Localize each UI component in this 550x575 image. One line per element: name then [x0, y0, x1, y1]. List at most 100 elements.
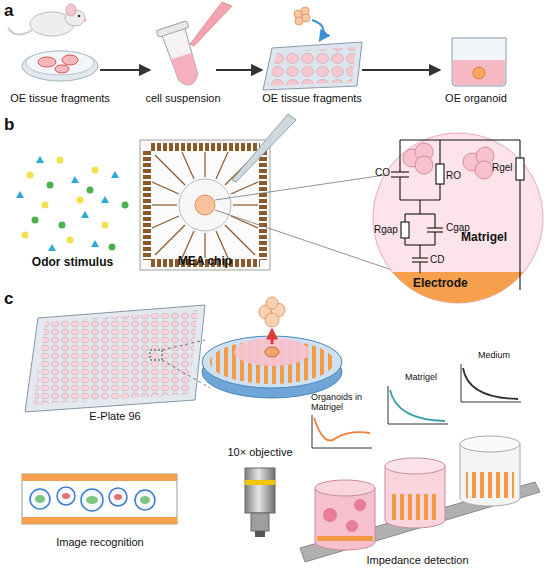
node-label: 10× objective — [215, 446, 305, 459]
node-label: cell suspension — [133, 92, 233, 105]
equivalent-circuit — [412, 257, 428, 258]
centrifuge-tube — [156, 21, 206, 90]
recognition-image — [62, 493, 70, 499]
step-box: cell suspension — [150, 35, 216, 105]
odor-molecules — [87, 187, 94, 194]
well-cross-section — [265, 347, 279, 357]
mea-chip — [152, 204, 177, 205]
e-plate — [150, 350, 162, 360]
culture-well — [385, 466, 445, 528]
pipette — [190, 2, 232, 46]
petri-dish — [62, 55, 78, 65]
zoom-line — [215, 210, 398, 272]
pipette — [190, 2, 232, 46]
node-label: Odor stimulus — [15, 256, 130, 270]
impedance-curve — [314, 418, 370, 441]
microscope-objective — [255, 531, 265, 537]
e-plate — [33, 310, 198, 405]
mouse-illustration — [8, 4, 87, 36]
node-label: OE tissue fragments — [0, 92, 120, 105]
e-plate — [25, 305, 205, 412]
equivalent-circuit — [434, 214, 435, 228]
equivalent-circuit — [439, 140, 440, 164]
well-group: Impedance detection — [300, 470, 535, 570]
magnified-inset — [415, 156, 433, 174]
culture-well — [385, 458, 445, 528]
magnified-inset — [370, 272, 550, 312]
culture-well — [317, 536, 373, 541]
equivalent-circuit — [419, 200, 420, 214]
node-label: E-Plate 96 — [20, 410, 210, 423]
culture-well — [315, 488, 375, 550]
well-cross-section — [265, 313, 279, 327]
recognition-image — [109, 488, 127, 506]
impedance-curve — [388, 386, 448, 424]
microscope-objective — [251, 513, 269, 531]
beaker — [453, 60, 505, 85]
mea-chip — [216, 231, 228, 258]
odor-molecules — [122, 202, 129, 209]
impedance-chart: Medium — [458, 350, 528, 404]
plate-box: E-Plate 96 — [20, 300, 210, 430]
centrifuge-tube — [171, 53, 201, 88]
objective-box: 10× objective — [215, 446, 305, 546]
mea-chip — [259, 150, 267, 260]
odor-molecules — [42, 202, 49, 209]
equivalent-circuit — [419, 245, 420, 258]
culture-well — [385, 458, 445, 474]
mea-chip — [152, 182, 179, 194]
odor-molecules — [27, 172, 34, 179]
flow-arrow — [100, 69, 150, 71]
step-box: OE organoid — [440, 35, 512, 105]
equivalent-circuit — [434, 232, 435, 245]
mea-chip — [182, 152, 194, 179]
impedance-curve — [461, 364, 521, 402]
well-plate — [268, 47, 356, 86]
zoom-line — [215, 175, 385, 200]
well-plate — [263, 42, 362, 90]
odor-molecules — [109, 244, 116, 251]
odor-molecules — [32, 217, 39, 224]
recognition-image — [22, 474, 177, 524]
mea-chip — [231, 182, 258, 194]
chip-box: MEA chip — [138, 138, 272, 272]
culture-well — [315, 480, 375, 496]
equivalent-circuit — [519, 180, 520, 290]
organoid-seed — [295, 17, 303, 25]
recognition-image — [114, 494, 122, 500]
mea-chip — [204, 152, 205, 177]
odor-molecules — [77, 197, 84, 204]
loading-pipette — [232, 114, 296, 182]
culture-well — [460, 436, 520, 452]
node-label: Impedance detection — [300, 554, 535, 567]
mouse-illustration — [78, 15, 81, 18]
mea-chip — [195, 195, 215, 215]
equivalent-circuit — [400, 139, 520, 140]
odor-molecules — [59, 222, 66, 229]
odor-molecules — [101, 196, 109, 203]
odor-molecules — [47, 182, 54, 189]
odor-molecules — [67, 237, 74, 244]
culture-well — [460, 436, 520, 506]
equivalent-circuit — [404, 214, 405, 222]
node-label: MEA chip — [138, 255, 272, 269]
petri-dish — [22, 51, 98, 81]
impedance-chart: Matrigel — [385, 372, 455, 426]
flow-arrow — [362, 69, 440, 71]
recognition-image — [135, 490, 155, 510]
node-label: OE tissue fragments — [252, 92, 372, 105]
recognition-image — [30, 489, 50, 509]
odor-molecules — [91, 240, 99, 247]
equivalent-circuit — [391, 171, 409, 172]
mea-chip — [150, 143, 260, 151]
circuit-label: Rgel — [492, 162, 513, 173]
mea-chip — [216, 152, 228, 179]
mea-chip — [155, 155, 185, 185]
mouse-illustration — [84, 19, 87, 22]
magnified-inset — [370, 133, 550, 312]
petri-dish — [55, 65, 69, 73]
impedance-curve — [463, 368, 518, 399]
node-label: Matrigel — [405, 372, 455, 382]
step-box: OE tissue fragments — [262, 35, 362, 105]
mea-chip — [143, 150, 151, 260]
